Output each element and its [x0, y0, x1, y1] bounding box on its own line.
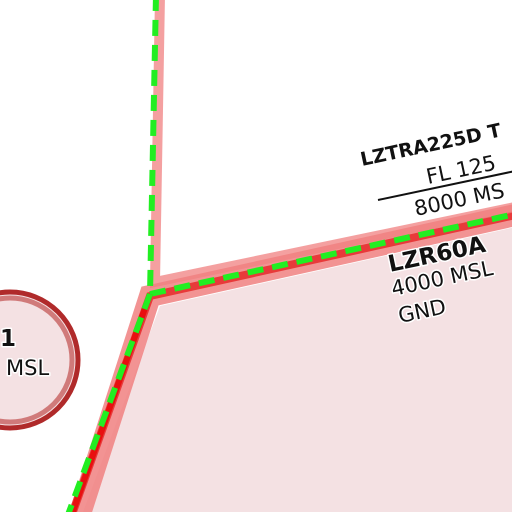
circle-airspace-limit: MSL — [6, 356, 49, 380]
circle-airspace-inner — [0, 295, 75, 425]
circle-airspace[interactable] — [0, 289, 81, 431]
boundary-dashed-diagonal — [149, 211, 512, 297]
lztra225d-limit-divider — [377, 170, 512, 201]
sector-boundary-outline — [149, 0, 512, 289]
boundary-dashed-lower — [64, 292, 153, 516]
lzr60a-area[interactable] — [80, 226, 512, 516]
circle-airspace-name: 1 — [0, 326, 16, 352]
